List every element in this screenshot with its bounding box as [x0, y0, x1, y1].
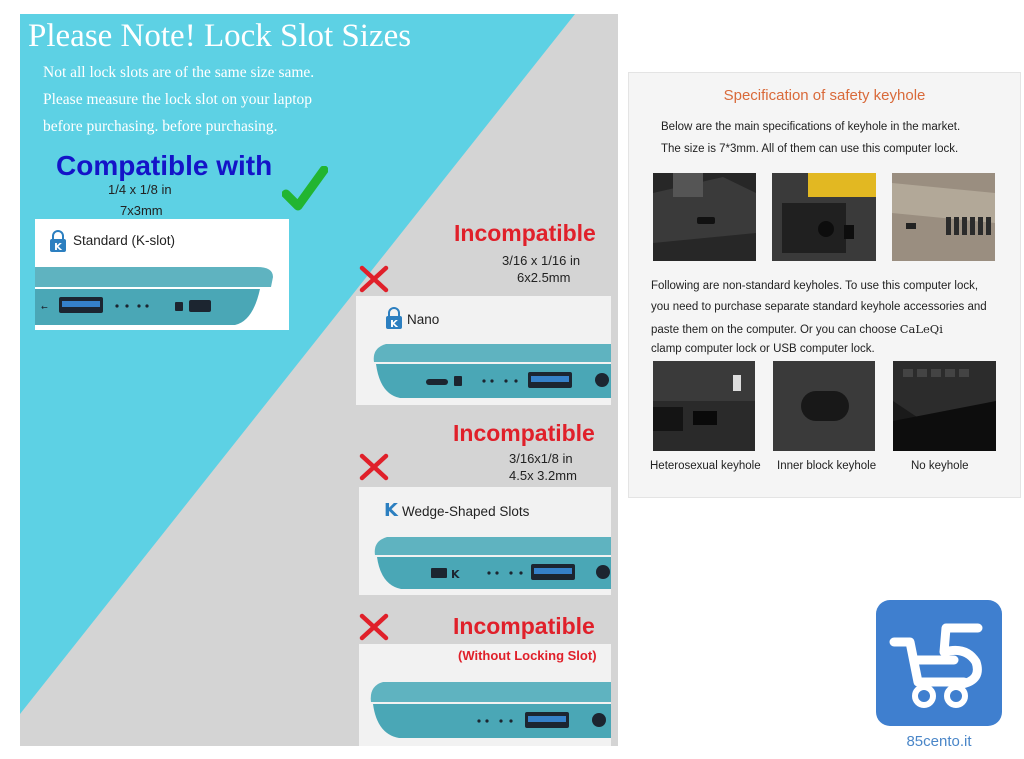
note-line-1: Not all lock slots are of the same size … — [43, 64, 315, 81]
laptop-edge-illustration — [373, 344, 611, 398]
no-slot-card: (Without Locking Slot) — [359, 644, 611, 746]
caption-heterosexual-keyhole: Heterosexual keyhole — [650, 460, 761, 472]
wedge-size-mm: 4.5x 3.2mm — [509, 468, 577, 483]
nonstandard-line-3: paste them on the computer. Or you can c… — [651, 322, 943, 336]
svg-text:K: K — [384, 500, 399, 518]
compatible-heading: Compatible with — [56, 150, 273, 181]
laptop-edge-illustration — [370, 682, 611, 738]
x-mark-icon — [359, 265, 389, 293]
k-lock-icon: K — [50, 230, 66, 252]
intro-line-1: Below are the main specifications of key… — [661, 121, 961, 133]
wedge-slot-label: Wedge-Shaped Slots — [402, 504, 530, 519]
standard-slot-label: Standard (K-slot) — [73, 233, 176, 248]
nonstandard-line-1: Following are non-standard keyholes. To … — [651, 280, 979, 292]
standard-keyhole-photo-1 — [653, 173, 756, 261]
caption-no-keyhole: No keyhole — [911, 460, 969, 472]
laptop-edge-illustration: K — [374, 537, 611, 589]
checkmark-icon — [282, 166, 328, 211]
panel-background — [20, 14, 575, 714]
wedge-size-in: 3/16x1/8 in — [509, 451, 573, 466]
spec-title: Specification of safety keyhole — [723, 87, 926, 104]
intro-line-2: The size is 7*3mm. All of them can use t… — [661, 143, 959, 155]
nonstandard-line-4: clamp computer lock or USB computer lock… — [651, 343, 875, 355]
standard-keyhole-photo-2 — [772, 173, 876, 261]
x-mark-icon — [359, 613, 389, 641]
nano-slot-label: Nano — [407, 312, 440, 327]
nonstandard-line-3-text: paste them on the computer. Or you can c… — [651, 324, 897, 336]
compatible-size-mm: 7x3mm — [120, 203, 163, 218]
lock-slot-sizes-panel: Please Note! Lock Slot Sizes Not all loc… — [20, 14, 618, 746]
laptop-edge-illustration: ← — [35, 267, 273, 325]
logo-text: 85cento.it — [906, 733, 972, 750]
wedge-slot-card: K Wedge-Shaped Slots K — [359, 487, 611, 595]
inner-block-keyhole-photo — [773, 361, 875, 451]
note-line-2: Please measure the lock slot on your lap… — [43, 91, 313, 108]
incompatible-heading-3: Incompatible — [453, 613, 595, 639]
x-mark-icon — [359, 453, 389, 481]
svg-text:K: K — [390, 319, 399, 329]
svg-text:K: K — [54, 242, 63, 252]
nano-size-in: 3/16 x 1/16 in — [502, 253, 581, 268]
k-lock-icon: K — [384, 500, 399, 518]
incompatible-heading-2: Incompatible — [453, 420, 595, 446]
note-line-3: before purchasing. before purchasing. — [43, 118, 278, 135]
nonstandard-line-2: you need to purchase separate standard k… — [651, 301, 987, 313]
incompatible-heading-1: Incompatible — [454, 220, 596, 246]
brand-name: CaLeQi — [899, 322, 943, 336]
no-slot-note: (Without Locking Slot) — [458, 648, 597, 663]
nano-size-mm: 6x2.5mm — [517, 270, 571, 285]
caption-inner-block-keyhole: Inner block keyhole — [777, 460, 877, 472]
standard-keyhole-photo-3 — [892, 173, 995, 261]
nano-slot-card: K Nano — [356, 296, 611, 405]
svg-text:←: ← — [41, 303, 48, 312]
compatible-size-in: 1/4 x 1/8 in — [108, 182, 172, 197]
svg-text:K: K — [451, 568, 460, 581]
standard-slot-card: K Standard (K-slot) ← — [35, 219, 289, 330]
keyhole-spec-panel: Specification of safety keyhole Below ar… — [628, 72, 1021, 498]
cart-logo-icon — [876, 600, 1002, 726]
no-keyhole-photo — [893, 361, 996, 451]
heterosexual-keyhole-photo — [653, 361, 755, 451]
k-lock-icon: K — [386, 307, 402, 329]
panel-title: Please Note! Lock Slot Sizes — [28, 18, 412, 54]
